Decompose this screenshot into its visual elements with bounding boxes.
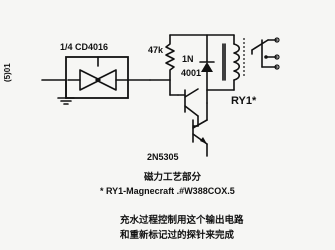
relay-label: RY1* <box>231 95 257 107</box>
diode-1n4001 <box>199 34 215 91</box>
diode-label-1: 1N <box>182 54 194 64</box>
caption-line-2: 和重新标记过的探针来完成 <box>119 229 235 241</box>
resistor-label: 47k <box>148 45 164 55</box>
ic-cd4016-box <box>65 56 129 99</box>
relay-contacts <box>243 37 280 78</box>
caption-part-note: * RY1-Magnecraft .#W388COX.5 <box>100 186 235 196</box>
transistor-label: 2N5305 <box>147 152 179 162</box>
resistor-47k <box>165 34 175 81</box>
caption-heading: 磁力工艺部分 <box>144 171 202 183</box>
ic-label: 1/4 CD4016 <box>60 42 108 52</box>
analog-switch-symbol <box>67 56 129 91</box>
relay-coil <box>222 34 241 91</box>
transistor-2n5305 <box>177 88 208 157</box>
diode-label-2: 4001 <box>181 68 201 78</box>
caption-line-1: 充水过程控制用这个输出电路 <box>120 214 244 226</box>
vertical-label: (5)01 <box>3 63 12 82</box>
ground-symbol-left <box>57 79 75 105</box>
